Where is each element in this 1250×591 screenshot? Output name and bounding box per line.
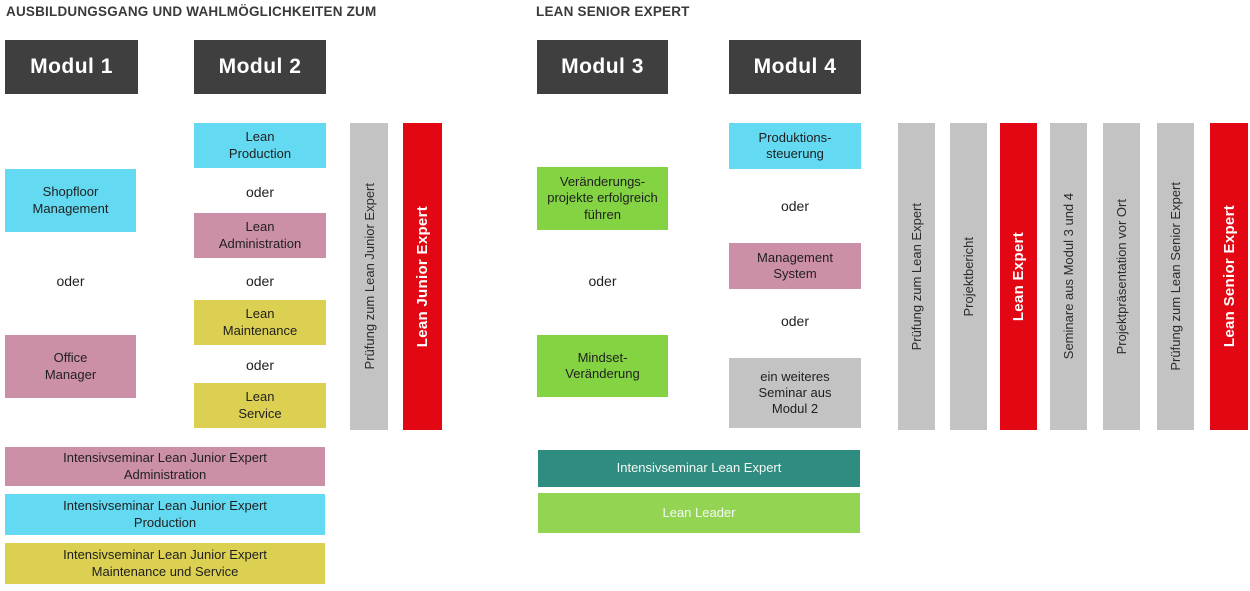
module-header-4: Modul 4: [729, 40, 861, 94]
bar-pruefung-lean-expert-label: Prüfung zum Lean Expert: [909, 202, 924, 351]
diagram-title-left: AUSBILDUNGSGANG UND WAHLMÖGLICHKEITEN ZU…: [6, 4, 377, 19]
bar-pruefung-lean-expert: Prüfung zum Lean Expert: [898, 123, 935, 430]
bar-pruefung-lean-junior-expert: Prüfung zum Lean Junior Expert: [350, 123, 388, 430]
option-shopfloor-management: Shopfloor Management: [5, 169, 136, 232]
bar-intensivseminar-junior-maintenance-service: Intensivseminar Lean Junior Expert Maint…: [5, 543, 325, 584]
oder-label: oder: [245, 357, 275, 373]
oder-label: oder: [56, 273, 85, 289]
bar-projektbericht: Projektbericht: [950, 123, 987, 430]
module-header-2: Modul 2: [194, 40, 326, 94]
option-veraenderungsprojekte: Veränderungs- projekte erfolgreich führe…: [537, 167, 668, 230]
oder-label: oder: [780, 313, 810, 329]
bar-lean-junior-expert: Lean Junior Expert: [403, 123, 442, 430]
bar-projektbericht-label: Projektbericht: [961, 236, 976, 317]
bar-projektpraesentation: Projektpräsentation vor Ort: [1103, 123, 1140, 430]
bar-intensivseminar-lean-expert: Intensivseminar Lean Expert: [538, 450, 860, 487]
oder-label: oder: [780, 198, 810, 214]
bar-pruefung-lean-junior-expert-label: Prüfung zum Lean Junior Expert: [361, 183, 377, 370]
oder-label: oder: [245, 184, 275, 200]
bar-lean-senior-expert-label: Lean Senior Expert: [1220, 205, 1238, 348]
bar-lean-senior-expert: Lean Senior Expert: [1210, 123, 1248, 430]
option-lean-service: Lean Service: [194, 383, 326, 428]
bar-intensivseminar-junior-production: Intensivseminar Lean Junior Expert Produ…: [5, 494, 325, 535]
bar-seminare-modul-3-4: Seminare aus Modul 3 und 4: [1050, 123, 1087, 430]
bar-pruefung-lean-senior-expert: Prüfung zum Lean Senior Expert: [1157, 123, 1194, 430]
bar-lean-expert-label: Lean Expert: [1010, 231, 1027, 322]
bar-lean-leader: Lean Leader: [538, 493, 860, 533]
diagram-title-right: LEAN SENIOR EXPERT: [536, 4, 690, 19]
oder-label: oder: [588, 273, 617, 289]
option-lean-administration: Lean Administration: [194, 213, 326, 258]
module-header-1: Modul 1: [5, 40, 138, 94]
oder-label: oder: [245, 273, 275, 289]
option-weiteres-seminar-modul2: ein weiteres Seminar aus Modul 2: [729, 358, 861, 428]
bar-seminare-modul-3-4-label: Seminare aus Modul 3 und 4: [1061, 193, 1076, 360]
option-management-system: Management System: [729, 243, 861, 289]
bar-projektpraesentation-label: Projektpräsentation vor Ort: [1114, 198, 1129, 355]
module-header-3: Modul 3: [537, 40, 668, 94]
option-lean-maintenance: Lean Maintenance: [194, 300, 326, 345]
bar-intensivseminar-junior-administration: Intensivseminar Lean Junior Expert Admin…: [5, 447, 325, 486]
option-office-manager: Office Manager: [5, 335, 136, 398]
option-produktionssteuerung: Produktions- steuerung: [729, 123, 861, 169]
option-mindset-veraenderung: Mindset- Veränderung: [537, 335, 668, 397]
bar-pruefung-lean-senior-expert-label: Prüfung zum Lean Senior Expert: [1168, 182, 1183, 371]
bar-lean-expert: Lean Expert: [1000, 123, 1037, 430]
option-lean-production: Lean Production: [194, 123, 326, 168]
bar-lean-junior-expert-label: Lean Junior Expert: [414, 205, 431, 348]
